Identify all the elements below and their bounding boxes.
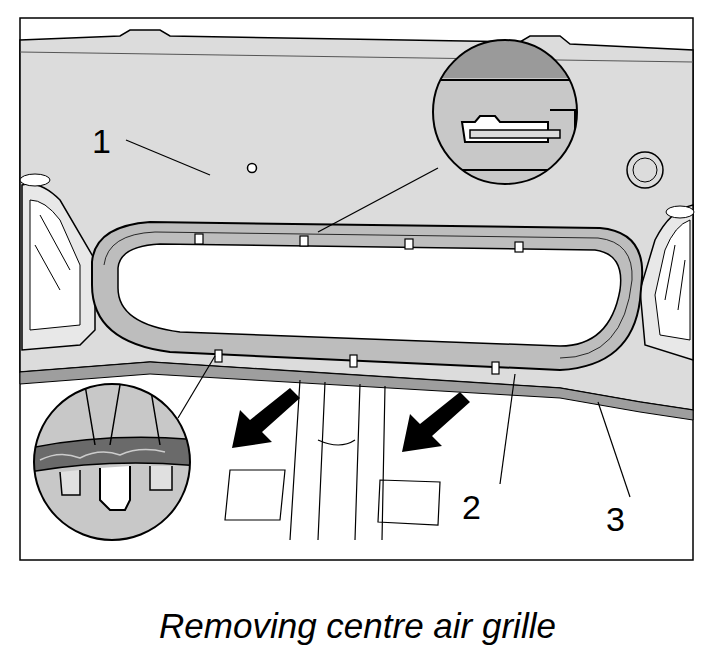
callout-number-holder: 3 bbox=[606, 502, 625, 536]
callout-number: 1 bbox=[92, 122, 111, 160]
callout-number: 2 bbox=[462, 488, 481, 526]
callout-number: 3 bbox=[606, 500, 625, 538]
callout-number-holder: 1 bbox=[92, 124, 111, 158]
callout-number-holder: 2 bbox=[462, 490, 481, 524]
figure-caption: Removing centre air grille bbox=[159, 606, 556, 645]
figure-caption-holder: Removing centre air grille bbox=[159, 608, 556, 643]
